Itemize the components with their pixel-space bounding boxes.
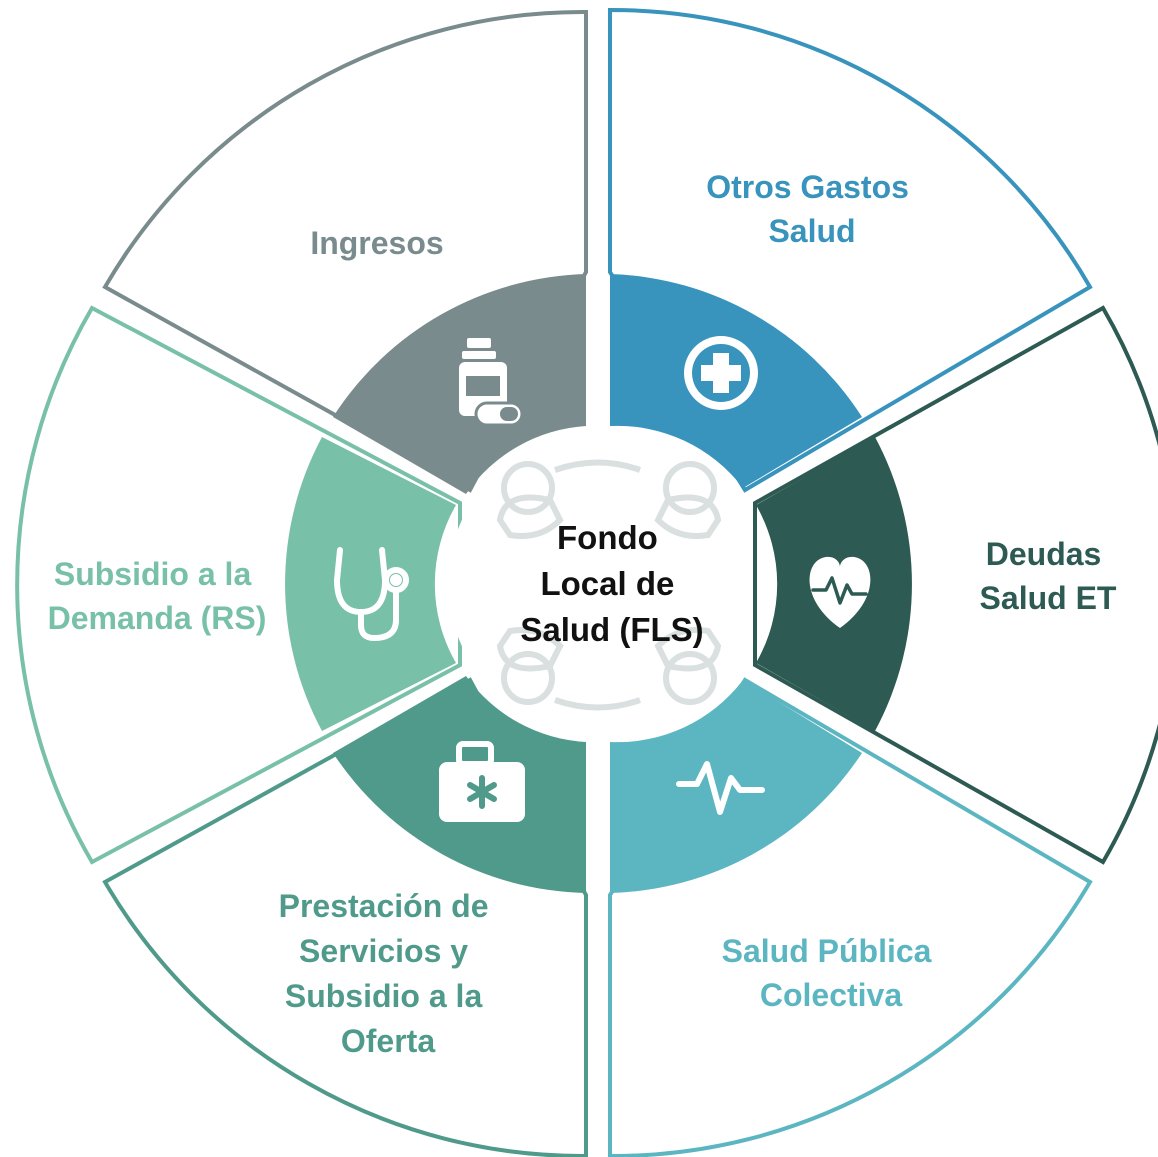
svg-text:Otros Gastos Salud: Otros Gastos Salud [706,169,918,249]
label-prestacion-line-3: Subsidio a la [285,978,483,1014]
label-ingresos-line-1: Ingresos [310,225,443,261]
svg-text:Fondo Local de Sal: Fondo Local de Salud (FLS) [520,519,703,648]
svg-text:Salud Pública Colectiva: Salud Pública Colectiva [722,933,941,1013]
label-prestacion-line-4: Oferta [341,1023,435,1059]
label-salud-publica-line-1: Salud Pública [722,933,932,969]
people-circle-icon [496,459,722,711]
label-prestacion-line-1: Prestación de [279,888,489,924]
label-subsidio-demanda-line-1: Subsidio a la [54,556,252,592]
center-title-line-3: Salud (FLS) [520,611,703,648]
outer-segment-subsidio-demanda [15,305,462,865]
label-subsidio-demanda-line-2: Demanda (RS) [48,600,267,636]
first-aid-kit-icon [439,741,525,822]
svg-text:Deudas Salud ET: Deudas Salud ET [980,536,1117,616]
medicine-bottle-icon [459,338,524,427]
pulse-line-icon [676,761,765,815]
label-prestacion-line-2: Servicios y [299,933,468,969]
stethoscope-icon [333,547,409,642]
medical-cross-icon [684,336,758,410]
heart-pulse-icon [809,556,871,628]
svg-text:Ingresos: Ingresos [310,225,443,261]
label-otros-gastos-line-1: Otros Gastos [706,169,909,205]
svg-text:Subsidio a la Demanda (R: Subsidio a la Demanda (RS) [48,556,267,636]
label-deudas-line-1: Deudas [986,536,1102,572]
center-title-line-2: Local de [540,565,674,602]
label-salud-publica-line-2: Colectiva [760,977,902,1013]
label-deudas-line-2: Salud ET [980,580,1117,616]
inner-segment-subsidio-demanda [285,437,456,731]
center-title-line-1: Fondo [557,519,658,556]
outer-segment-deudas [753,305,1158,865]
label-otros-gastos-line-2: Salud [768,213,855,249]
svg-text:Prestación de Servicios: Prestación de Servicios y Subsidio a la … [279,888,498,1059]
